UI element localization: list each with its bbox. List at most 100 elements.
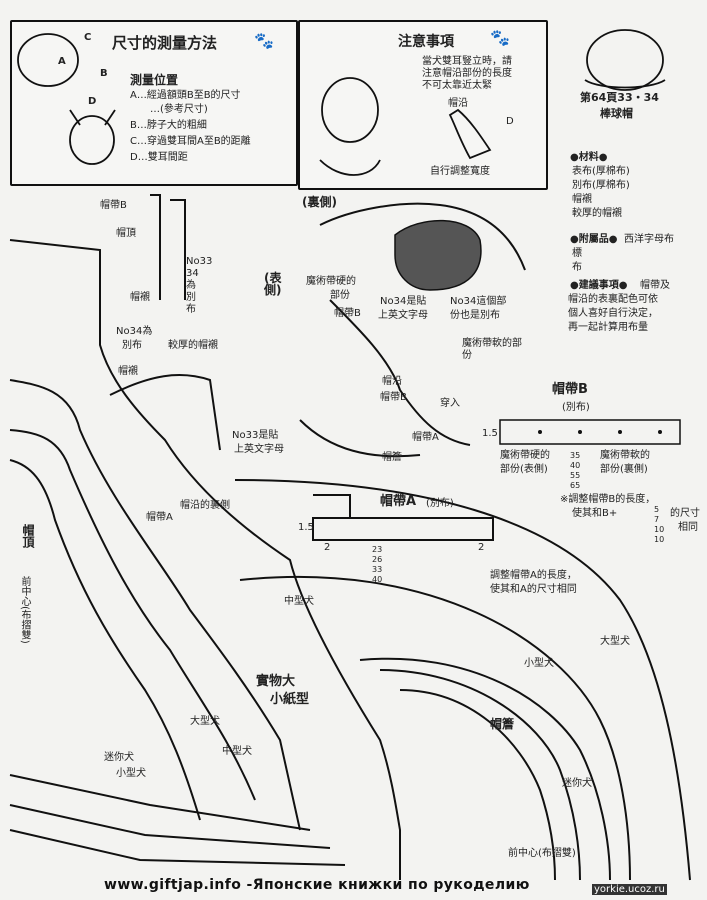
measure-line-1: A…經過額頭B至B的尺寸 — [130, 90, 241, 101]
info-material-2: 別布(厚棉布) — [572, 180, 630, 191]
pattern-center: 前中心(布摺雙) — [19, 576, 30, 644]
pattern-large-dog3: 大型犬 — [600, 636, 630, 647]
diagram-brim-back: 帽沿的裏側 — [180, 500, 230, 511]
measure-label-d: D — [88, 96, 97, 107]
diagram-no33-sticker: No33是貼 — [232, 430, 279, 441]
notes-line-2: 注意帽沿部份的長度 — [422, 68, 512, 79]
info-tip-2: 帽沿的表裏配色可依 — [568, 294, 658, 305]
info-tip-3: 個人喜好自行決定， — [568, 308, 658, 319]
info-tip-4: 再一起計算用布量 — [568, 322, 648, 333]
strap-b-note-num-3: 10 — [654, 525, 665, 534]
strap-a-note-1: 調整帽帶A的長度， — [490, 570, 577, 581]
diagram-fabric2: 別布 — [122, 340, 142, 351]
diagram-is-fabric: 份也是別布 — [450, 310, 500, 321]
diagram-lining2: 帽襯 — [118, 366, 138, 377]
diagram-outside: (表側) — [264, 271, 282, 297]
diagram-no34-sticker: No34是貼 — [380, 296, 427, 307]
strap-b-num-3: 55 — [570, 471, 581, 480]
diagram-strap-b: 帽帶B — [100, 200, 127, 211]
strap-b-note-num-4: 10 — [654, 535, 665, 544]
pattern-small-dog2: 小型犬 — [524, 658, 554, 669]
info-part-3: 布 — [572, 262, 582, 273]
diagram-strap-b-2: 帽帶B — [334, 308, 361, 319]
strap-b-velcro-hard: 魔術帶硬的 — [500, 450, 550, 461]
notes-line-3: 不可太靠近太緊 — [422, 80, 492, 91]
measure-box — [10, 20, 298, 186]
pattern-crown: 帽頂 — [21, 524, 35, 548]
strap-a-2b: 2 — [478, 542, 485, 553]
pattern-large-dog: 大型犬 — [190, 716, 220, 727]
pattern-medium-dog: 中型犬 — [284, 596, 314, 607]
diagram-no34-fabric: No34這個部 — [450, 296, 507, 307]
measure-line-2: …(參考尺寸) — [150, 104, 208, 115]
strap-a-num-4: 40 — [372, 575, 383, 584]
strap-b-velcro-soft: 魔術帶軟的 — [600, 450, 650, 461]
strap-a-num-1: 23 — [372, 545, 383, 554]
measure-label-a: A — [58, 56, 66, 67]
diagram-velcro-soft: 魔術帶軟的部份 — [462, 338, 522, 361]
pattern-medium-dog2: 中型犬 — [222, 746, 252, 757]
measure-subtitle: 測量位置 — [130, 73, 179, 87]
strap-b-note-1: ※調整帽帶B的長度， — [560, 494, 656, 505]
strap-b-note-2: 使其和B+ — [572, 508, 618, 519]
pattern-real-size-2: 小紙型 — [270, 692, 310, 707]
diagram-part: 部份 — [330, 290, 350, 301]
strap-a-num-2: 26 — [372, 555, 383, 564]
strap-b-fabric: (別布) — [562, 402, 590, 413]
diagram-inside: (裏側) — [302, 195, 337, 209]
strap-a-15: 1.5 — [298, 522, 314, 533]
diagram-letter: 上英文字母 — [378, 310, 428, 321]
pattern-mini-dog: 迷你犬 — [104, 752, 134, 763]
info-material-1: 表布(厚棉布) — [572, 166, 630, 177]
notes-title: 注意事項 — [398, 34, 454, 50]
strap-b-part-front: 部份(表側) — [500, 464, 548, 475]
info-part-1: 西洋字母布 — [624, 234, 674, 245]
paw-icon-2: 🐾 — [490, 28, 510, 47]
strap-b-part-back: 部份(裏側) — [600, 464, 648, 475]
strap-b-note-num-1: 5 — [654, 505, 660, 514]
diagram-brim4: 帽簷 — [382, 452, 402, 463]
measure-line-5: D…雙耳間距 — [130, 152, 188, 163]
diagram-brim-lining: 帽襯 — [130, 292, 150, 303]
measure-label-b: B — [100, 68, 108, 79]
strap-b-note-4: 相同 — [678, 522, 698, 533]
pattern-real-size-1: 實物大 — [256, 674, 296, 689]
diagram-thick-lining: 較厚的帽襯 — [168, 340, 218, 351]
measure-line-3: B…脖子大的粗細 — [130, 120, 207, 131]
notes-line-1: 當犬雙耳豎立時，請 — [422, 56, 512, 67]
measure-label-c: C — [84, 32, 92, 43]
diagram-on-letter: 上英文字母 — [234, 444, 284, 455]
diagram-brim-top: 帽頂 — [116, 228, 136, 239]
strap-b-note-num-2: 7 — [654, 515, 660, 524]
info-name: 棒球帽 — [600, 107, 633, 120]
diagram-no33-note: No33 34 為 別布 — [186, 256, 213, 315]
notes-box — [298, 20, 548, 190]
pattern-mini-dog2: 迷你犬 — [562, 778, 592, 789]
info-parts-heading: ●附屬品● — [570, 234, 618, 245]
strap-a-fabric: (別布) — [426, 498, 454, 509]
strap-a-note-2: 使其和A的尺寸相同 — [490, 584, 577, 595]
strap-b-15: 1.5 — [482, 428, 498, 439]
notes-label-brim: 帽沿 — [448, 98, 468, 109]
info-material-3: 帽襯 — [572, 194, 592, 205]
strap-b-title: 帽帶B — [552, 382, 588, 397]
strap-a-2a: 2 — [324, 542, 331, 553]
diagram-velcro-hard: 魔術帶硬的 — [306, 276, 356, 287]
footer-site-2: yorkie.ucoz.ru — [592, 884, 667, 895]
info-part-2: 標 — [572, 248, 582, 259]
measure-title: 尺寸的測量方法 — [112, 34, 218, 52]
diagram-strap-b-3: 帽帶B — [380, 392, 407, 403]
paw-icon: 🐾 — [254, 31, 274, 50]
pattern-brim: 帽簷 — [490, 717, 515, 731]
pattern-small-dog: 小型犬 — [116, 768, 146, 779]
diagram-no34-note: No34為 — [116, 326, 153, 337]
strap-b-num-1: 35 — [570, 451, 581, 460]
pattern-brim-center: 前中心(布摺雙) — [508, 848, 576, 859]
diagram-sew-in: 穿入 — [440, 398, 460, 409]
strap-a-num-3: 33 — [372, 565, 383, 574]
notes-label-d: D — [506, 116, 514, 127]
footer-site: www.giftjap.info -Японские книжки по рук… — [104, 877, 530, 893]
info-material-4: 較厚的帽襯 — [572, 208, 622, 219]
diagram-strap-a2: 帽帶A — [412, 432, 439, 443]
